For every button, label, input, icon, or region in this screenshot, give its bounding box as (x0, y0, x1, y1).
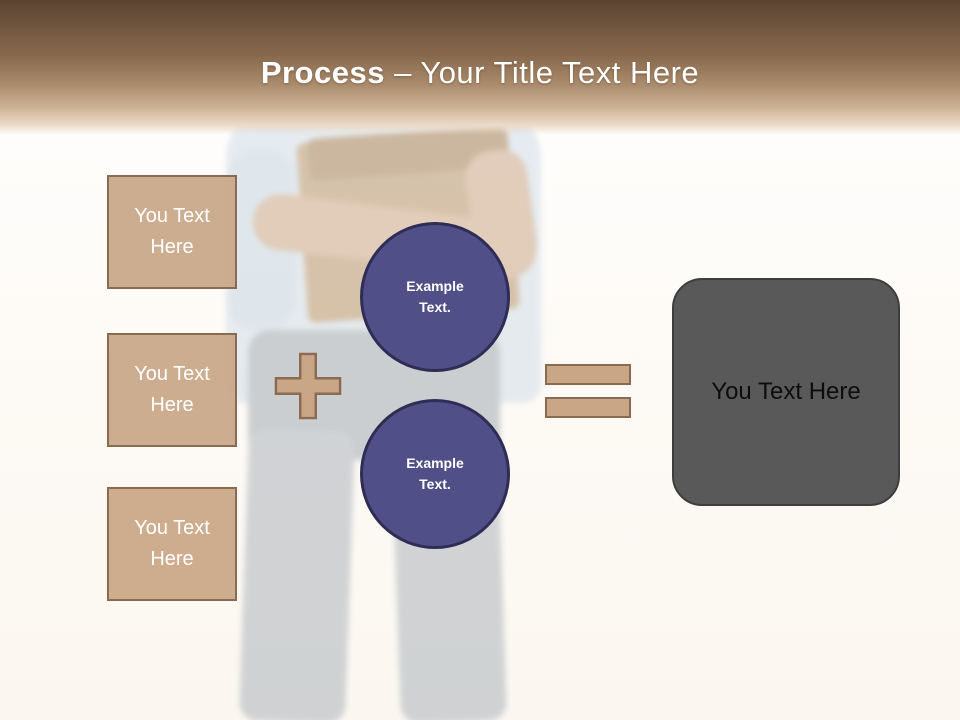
equals-sign-icon (545, 364, 631, 418)
page-title: Process – Your Title Text Here (261, 55, 699, 91)
input-box-3: You Text Here (107, 487, 237, 601)
example-circle-2: Example Text. (360, 399, 510, 549)
input-box-1-label: You Text Here (134, 205, 210, 258)
equals-bar-bottom (545, 397, 631, 418)
example-circle-1-label: Example Text. (406, 278, 464, 315)
equals-bar-top (545, 364, 631, 385)
example-circle-2-label: Example Text. (406, 455, 464, 492)
input-box-2: You Text Here (107, 333, 237, 447)
photo-left-leg (238, 428, 356, 720)
result-box-label: You Text Here (711, 378, 861, 405)
title-banner: Process – Your Title Text Here (0, 0, 960, 135)
title-rest-part: – Your Title Text Here (384, 55, 700, 90)
input-box-1: You Text Here (107, 175, 237, 289)
plus-sign-icon (274, 352, 342, 420)
result-box: You Text Here (672, 278, 900, 506)
input-box-3-label: You Text Here (134, 517, 210, 570)
title-bold-part: Process (260, 55, 385, 90)
example-circle-1: Example Text. (360, 222, 510, 372)
input-box-2-label: You Text Here (134, 363, 210, 416)
